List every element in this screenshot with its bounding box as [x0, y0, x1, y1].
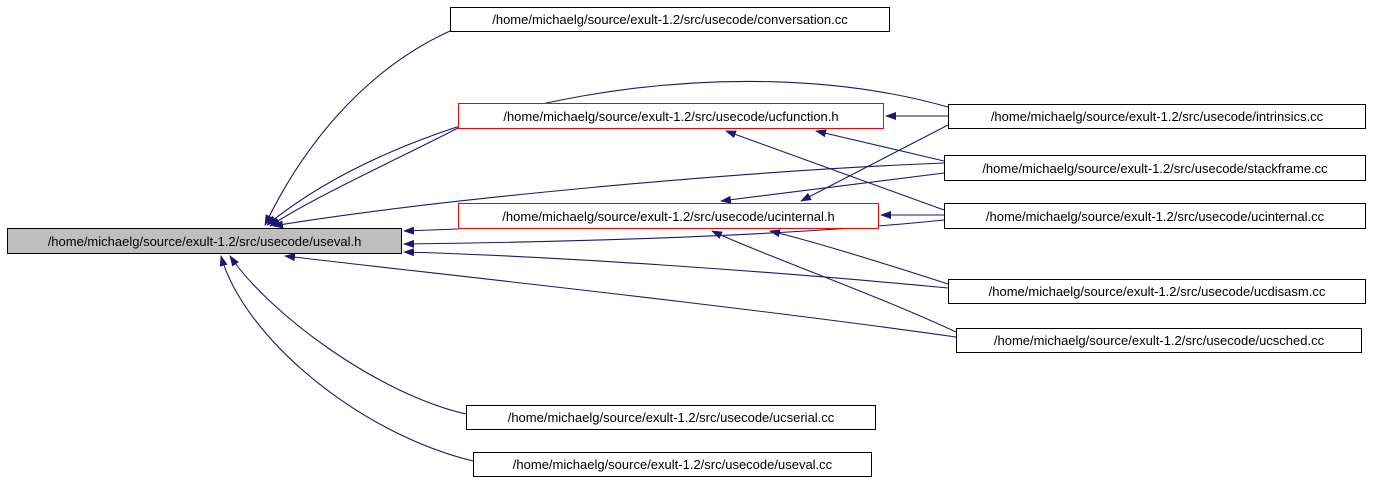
edge-ucfunction-h-to-useval-h	[269, 127, 459, 227]
edge-ucsched-cc-to-ucinternal-h	[711, 230, 957, 333]
node-ucdisasm-cc[interactable]: /home/michaelg/source/exult-1.2/src/usec…	[948, 279, 1366, 304]
edge-intrinsics-cc-to-useval-h	[266, 80, 949, 226]
edge-useval-cc-to-useval-h	[219, 255, 474, 462]
edge-ucinternal-h-to-useval-h	[403, 226, 459, 235]
node-ucinternal-h[interactable]: /home/michaelg/source/exult-1.2/src/usec…	[458, 203, 879, 229]
node-ucinternal-cc[interactable]: /home/michaelg/source/exult-1.2/src/usec…	[944, 203, 1366, 229]
edge-ucinternal-cc-to-ucfunction-h	[725, 130, 945, 211]
edge-conversation-cc-to-useval-h	[264, 30, 451, 226]
edge-stackframe-cc-to-useval-h	[272, 162, 945, 229]
node-useval-cc[interactable]: /home/michaelg/source/exult-1.2/src/usec…	[473, 452, 872, 477]
edge-ucdisasm-cc-to-ucinternal-h	[769, 229, 949, 285]
edge-intrinsics-cc-to-ucinternal-h	[800, 124, 949, 202]
node-conversation-cc[interactable]: /home/michaelg/source/exult-1.2/src/usec…	[450, 7, 890, 32]
node-ucfunction-h[interactable]: /home/michaelg/source/exult-1.2/src/usec…	[458, 103, 884, 129]
node-ucserial-cc[interactable]: /home/michaelg/source/exult-1.2/src/usec…	[466, 405, 876, 430]
edge-stackframe-cc-to-ucfunction-h	[815, 129, 945, 162]
edge-ucserial-cc-to-useval-h	[229, 255, 467, 415]
edge-stackframe-cc-to-ucinternal-h	[720, 172, 945, 204]
node-useval-h: /home/michaelg/source/exult-1.2/src/usec…	[7, 228, 402, 254]
node-intrinsics-cc[interactable]: /home/michaelg/source/exult-1.2/src/usec…	[948, 104, 1366, 129]
edge-ucsched-cc-to-useval-h	[284, 253, 957, 338]
node-ucsched-cc[interactable]: /home/michaelg/source/exult-1.2/src/usec…	[956, 328, 1362, 353]
edge-ucdisasm-cc-to-useval-h	[403, 248, 949, 289]
node-stackframe-cc[interactable]: /home/michaelg/source/exult-1.2/src/usec…	[944, 155, 1366, 181]
